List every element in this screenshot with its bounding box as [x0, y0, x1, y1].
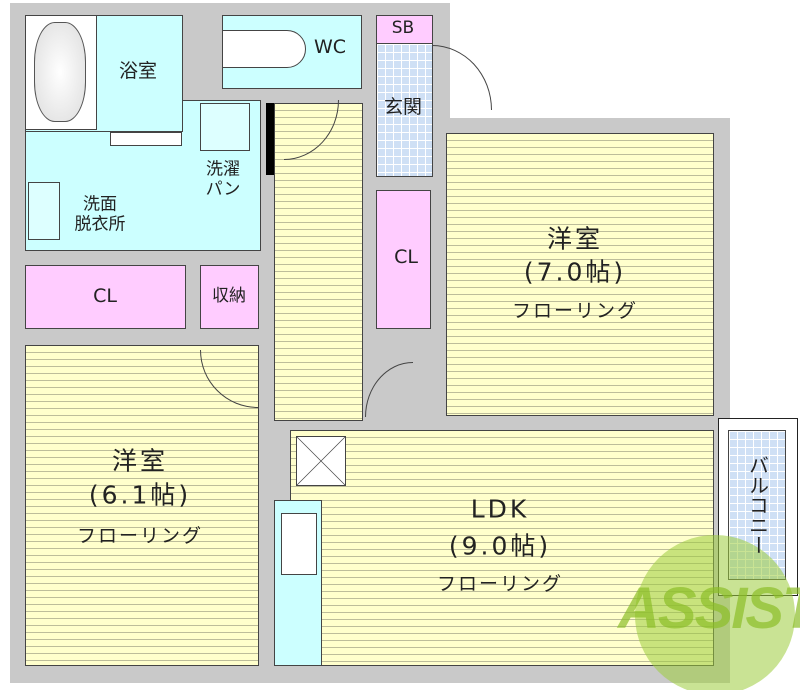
toilet-icon [222, 30, 306, 68]
label-ldk-name: LDK [470, 494, 530, 524]
kitchen-counter [274, 500, 322, 666]
closet-right [376, 190, 431, 329]
label-closet-right: CL [394, 246, 418, 269]
label-closet-left: CL [93, 285, 117, 308]
label-room7-floor: フローリング [511, 300, 639, 323]
label-room7-name: 洋室 [546, 224, 604, 254]
logo-circle [635, 535, 795, 690]
label-ldk-floor: フローリング [436, 573, 564, 596]
entrance [376, 43, 433, 177]
kitchen-sink-icon [281, 513, 317, 575]
label-bath: 浴室 [118, 60, 158, 83]
label-room6-floor: フローリング [76, 525, 204, 548]
label-entrance: 玄関 [383, 96, 423, 119]
label-laundry: 洗濯 パン [205, 159, 241, 199]
logo-text: ASSIST [618, 576, 800, 641]
label-washroom: 洗面 脱衣所 [74, 194, 126, 234]
label-sb: SB [391, 18, 415, 39]
bathtub-basin [34, 22, 86, 122]
sink-icon [28, 182, 60, 240]
label-ldk-size: (9.0帖) [448, 531, 552, 561]
closet-left [25, 265, 186, 329]
label-storage: 収納 [212, 286, 246, 307]
partition [266, 103, 274, 175]
hallway [274, 103, 363, 421]
label-balcony: バルコニー [745, 455, 770, 555]
label-room6-size: (6.1帖) [88, 480, 192, 510]
bath-door[interactable] [110, 132, 182, 146]
bathtub [25, 15, 97, 130]
washing-machine-pan-icon [200, 103, 250, 151]
front-door[interactable] [432, 45, 492, 110]
storage [200, 265, 259, 329]
stove-icon [296, 436, 346, 486]
label-room6-name: 洋室 [111, 446, 169, 476]
label-room7-size: (7.0帖) [523, 257, 627, 287]
western-room-7 [446, 133, 714, 416]
western-room-6 [25, 345, 259, 666]
label-wc: WC [313, 36, 347, 59]
